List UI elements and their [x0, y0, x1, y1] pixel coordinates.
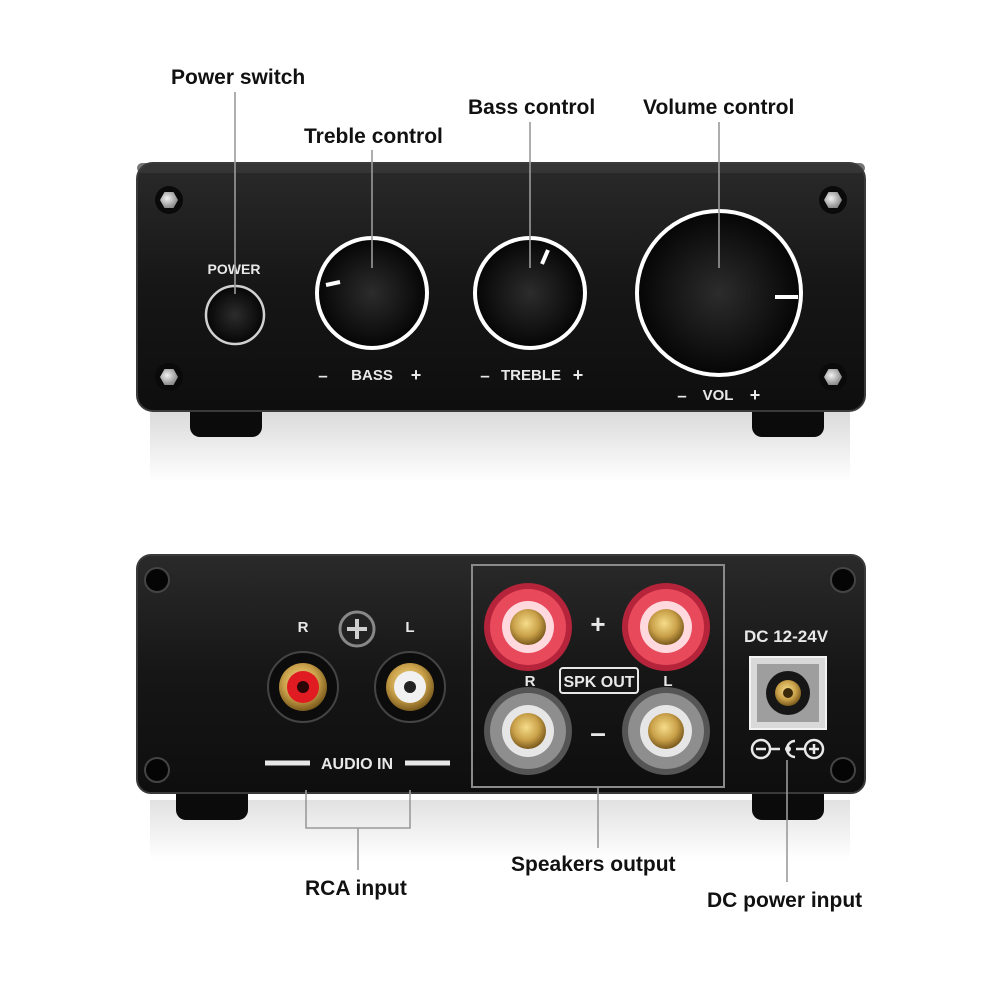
- vol-minus: –: [677, 386, 686, 405]
- bass-plus: +: [411, 365, 422, 385]
- screw-icon: [830, 567, 856, 593]
- treble-plus: +: [573, 365, 584, 385]
- spk-out-label: SPK OUT: [563, 674, 634, 691]
- bass-label: BASS: [351, 367, 393, 384]
- ground-screw-icon: [338, 610, 376, 648]
- screw-icon: [144, 567, 170, 593]
- screw-icon: [155, 363, 183, 391]
- speaker-terminal-left-plus[interactable]: [622, 583, 710, 671]
- screw-icon: [144, 757, 170, 783]
- audio-in-label: AUDIO IN: [321, 756, 393, 773]
- treble-label: TREBLE: [501, 367, 561, 384]
- spk-left-label: L: [663, 673, 672, 690]
- treble-knob[interactable]: [473, 236, 587, 350]
- dc-polarity-icon: [750, 738, 825, 760]
- treble-minus: –: [480, 366, 489, 385]
- bass-control-callout: Bass control: [468, 96, 596, 119]
- rca-jack-left[interactable]: [374, 651, 446, 723]
- speakers-output-callout: Speakers output: [511, 853, 676, 876]
- power-button[interactable]: [204, 284, 266, 346]
- vol-label: VOL: [703, 387, 734, 404]
- front-panel: POWER – BASS + – TREBLE + – VOL +: [136, 162, 866, 482]
- speaker-terminal-right-minus[interactable]: [484, 687, 572, 775]
- bass-minus: –: [318, 366, 327, 385]
- dc-power-input-callout: DC power input: [707, 889, 863, 912]
- volume-control-callout: Volume control: [643, 96, 795, 119]
- rca-right-label: R: [298, 619, 309, 636]
- rca-input-callout: RCA input: [305, 877, 407, 900]
- speaker-terminal-right-plus[interactable]: [484, 583, 572, 671]
- power-label: POWER: [208, 261, 261, 277]
- vol-plus: +: [750, 385, 761, 405]
- rca-jack-right[interactable]: [267, 651, 339, 723]
- power-switch-callout: Power switch: [171, 66, 306, 89]
- dc-voltage-label: DC 12-24V: [744, 627, 829, 646]
- spk-plus-label: +: [590, 609, 605, 639]
- spk-right-label: R: [525, 673, 536, 690]
- spk-minus-label: –: [590, 717, 606, 748]
- speaker-terminal-left-minus[interactable]: [622, 687, 710, 775]
- treble-control-callout: Treble control: [304, 125, 443, 148]
- screw-icon: [819, 363, 847, 391]
- spk-out-badge: [559, 667, 639, 694]
- dc-power-jack[interactable]: [749, 656, 827, 730]
- leader-lines: [234, 92, 788, 882]
- rear-panel: R L AUDIO IN: [136, 554, 866, 860]
- screw-icon: [819, 186, 847, 214]
- screw-icon: [830, 757, 856, 783]
- screw-icon: [155, 186, 183, 214]
- rca-left-label: L: [405, 619, 414, 636]
